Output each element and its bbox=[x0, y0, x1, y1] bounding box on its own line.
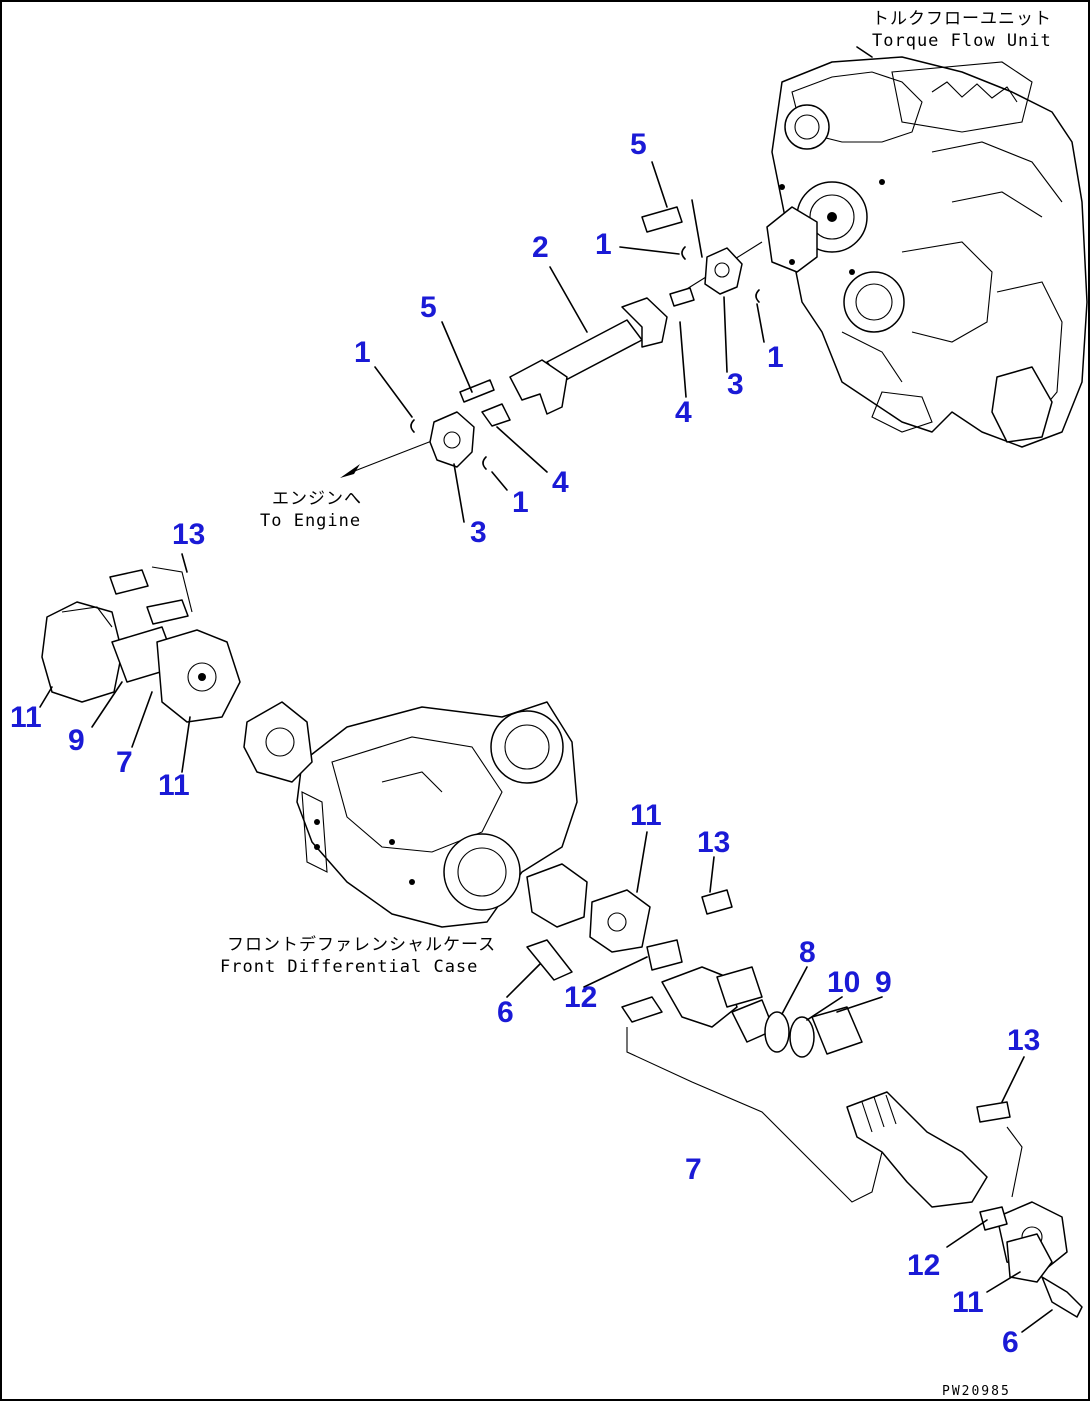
callout-6: 6 bbox=[1002, 1326, 1019, 1359]
callout-13: 13 bbox=[1007, 1024, 1040, 1057]
to-engine-label-en: To Engine bbox=[260, 511, 361, 531]
to-engine-label-jp: エンジンへ bbox=[272, 489, 362, 509]
torque-flow-unit-housing bbox=[766, 46, 1088, 448]
torque-flow-unit-label-jp: トルクフローユニット bbox=[872, 9, 1052, 29]
callout-11: 11 bbox=[10, 701, 42, 734]
callout-2: 2 bbox=[532, 231, 549, 264]
callout-numbers: 5 1 2 1 3 4 1 5 4 1 3 13 11 9 7 11 11 13… bbox=[10, 128, 1040, 1359]
front-diff-label-jp: フロントデファレンシャルケース bbox=[227, 934, 496, 955]
callout-7: 7 bbox=[685, 1153, 702, 1186]
callout-11: 11 bbox=[630, 799, 662, 832]
front-differential-case bbox=[243, 701, 578, 928]
callout-3: 3 bbox=[470, 516, 487, 549]
leader-lines bbox=[39, 161, 1053, 1333]
callout-3: 3 bbox=[727, 368, 744, 401]
left-shaft-cluster bbox=[41, 566, 241, 723]
callout-11: 11 bbox=[952, 1286, 984, 1319]
callout-7: 7 bbox=[116, 746, 133, 779]
callout-9: 9 bbox=[875, 966, 892, 999]
lower-shaft-assembly bbox=[526, 863, 1083, 1318]
callout-10: 10 bbox=[827, 966, 860, 999]
callout-1: 1 bbox=[595, 228, 612, 261]
callout-4: 4 bbox=[552, 466, 569, 499]
callout-12: 12 bbox=[907, 1249, 940, 1282]
callout-1: 1 bbox=[354, 336, 371, 369]
callout-11: 11 bbox=[158, 769, 190, 802]
callout-5: 5 bbox=[630, 128, 647, 161]
callout-6: 6 bbox=[497, 996, 514, 1029]
callout-4: 4 bbox=[675, 396, 692, 429]
drawing-code: PW20985 bbox=[942, 1384, 1011, 1399]
callout-12: 12 bbox=[564, 981, 597, 1014]
callout-5: 5 bbox=[420, 291, 437, 324]
front-diff-label-en: Front Differential Case bbox=[220, 957, 478, 977]
callout-1: 1 bbox=[767, 341, 784, 374]
upper-drive-shaft-assembly bbox=[340, 206, 763, 478]
torque-flow-unit-label-en: Torque Flow Unit bbox=[872, 31, 1052, 51]
callout-8: 8 bbox=[799, 936, 816, 969]
callout-9: 9 bbox=[68, 724, 85, 757]
callout-13: 13 bbox=[172, 518, 205, 551]
callout-13: 13 bbox=[697, 826, 730, 859]
callout-1: 1 bbox=[512, 486, 529, 519]
